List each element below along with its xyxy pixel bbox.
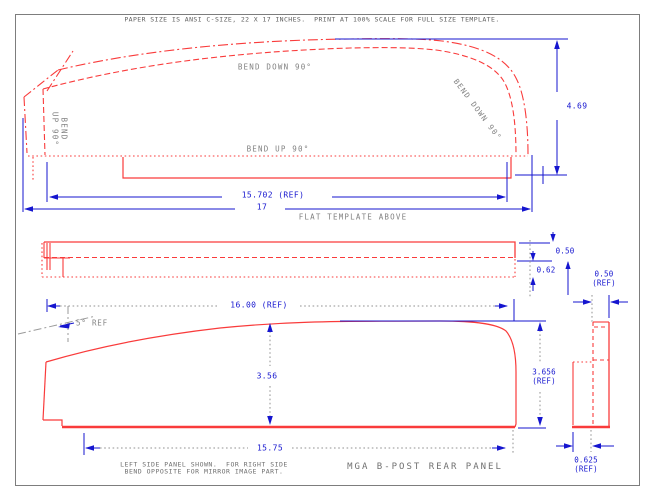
flat-total-width-dimension: 17 [256,202,268,212]
profile-arrowheads [47,303,543,451]
flat-ref-width-dimension: 15.702 (REF) [241,190,305,200]
profile-view-outline [42,320,517,429]
flat-template-dimensions [22,38,568,212]
profile-right-height-dimension: 3.656 (REF) [532,368,556,385]
side-top-width-value: 0.50 [594,269,614,279]
footer-note-line1: LEFT SIDE PANEL SHOWN. FOR RIGHT SIDE [120,460,288,469]
profile-top-width-dimension: 16.00 (REF) [230,300,288,310]
profile-right-height-value: 3.656 [532,367,556,377]
bend-up-left-line1: BEND [59,117,69,141]
profile-bottom-width-dimension: 15.75 [256,443,284,453]
flat-template-caption: FLAT TEMPLATE ABOVE [298,212,408,222]
side-view-arrowheads [564,299,619,449]
side-view-dimensions [556,295,628,452]
side-top-width-ref: (REF) [592,278,616,287]
bend-up-bottom-label: BEND UP 90° [246,144,310,154]
profile-right-height-ref: (REF) [532,376,556,385]
paper-size-note: PAPER SIZE IS ANSI C-SIZE, 22 X 17 INCHE… [124,15,500,24]
side-bottom-width-value: 0.625 [574,455,598,465]
side-bottom-width-dimension: 0.625 (REF) [574,456,598,473]
side-bottom-width-ref: (REF) [574,464,598,473]
strip-flange-top-dimension: 0.50 [555,246,575,256]
bend-up-left-line2: UP 90° [51,111,60,147]
flat-height-dimension: 4.69 [566,101,588,111]
profile-angle-ref: 5° REF [76,318,108,328]
strip-dimension-arrowheads [530,234,571,285]
profile-mid-height-dimension: 3.56 [256,371,278,381]
side-view-outline [572,321,610,429]
strip-flange-bottom-dimension: 0.62 [536,265,556,275]
strip-view-outline [41,241,516,278]
footer-note-line2: BEND OPPOSITE FOR MIRROR IMAGE PART. [124,468,284,476]
flat-template-outline [23,38,529,180]
side-top-width-dimension: 0.50 (REF) [592,270,616,287]
flat-template-arrowheads [24,40,560,212]
footer-note: LEFT SIDE PANEL SHOWN. FOR RIGHT SIDE BE… [120,460,288,477]
page-border [15,14,640,486]
bend-up-left-label: BEND UP 90° [50,111,69,147]
drawing-title: MGA B-POST REAR PANEL [347,461,503,472]
bend-down-top-label: BEND DOWN 90° [237,62,313,72]
